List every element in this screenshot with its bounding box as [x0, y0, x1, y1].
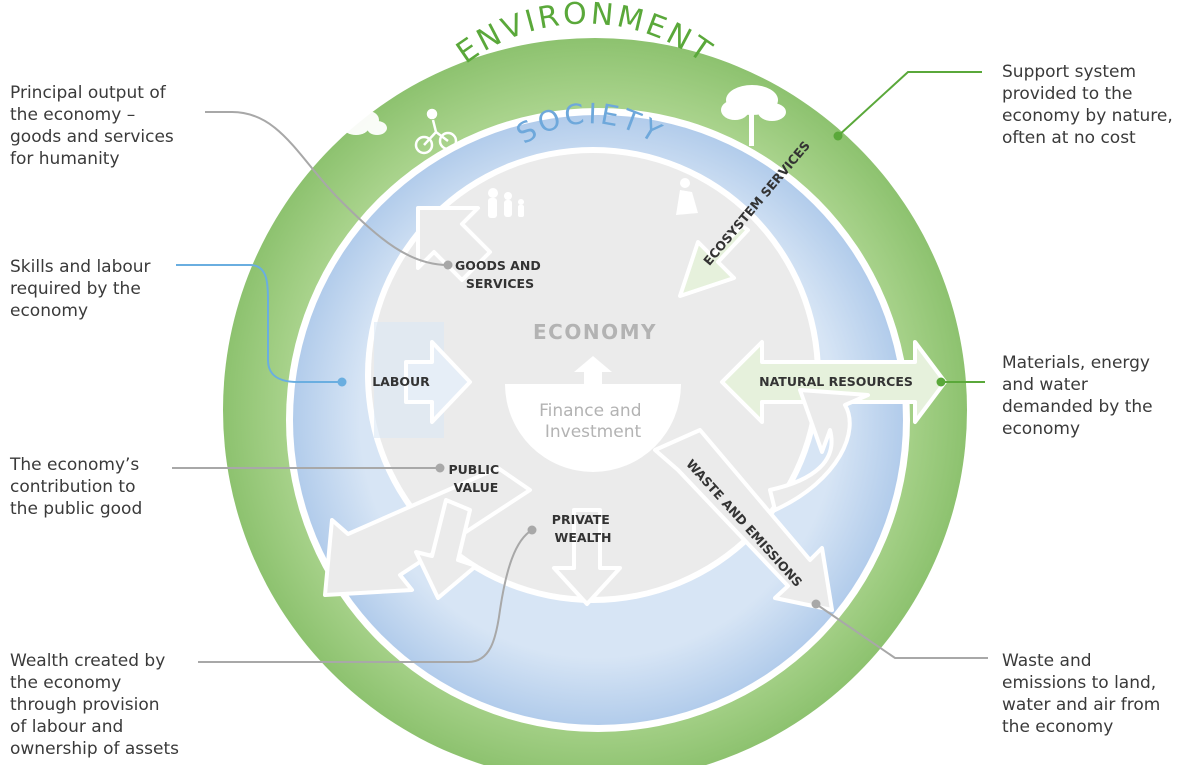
private-line-2: WEALTH: [555, 530, 612, 545]
ecosystem-services-dot: [833, 131, 843, 141]
public-line-2: VALUE: [454, 480, 499, 495]
public-value-arrow-down: [414, 498, 478, 600]
goods-services-dot: [443, 260, 453, 270]
economy-label: ECONOMY: [533, 320, 657, 344]
natural-resources-dot: [936, 377, 946, 387]
person-reading-icon: [676, 178, 698, 215]
finance-investment-label: Finance and Investment: [539, 401, 647, 442]
goods-services-leader: [205, 111, 449, 266]
public-value-dot: [435, 463, 445, 473]
cloud-icon: [343, 111, 387, 135]
finance-investment-core: [505, 384, 681, 472]
finance-up-arrow: [574, 356, 612, 384]
private-wealth-note: Wealth created by the economy through pr…: [10, 651, 179, 759]
waste-emissions-leader: [815, 603, 988, 659]
goods-line-2: SERVICES: [466, 276, 534, 291]
labour-dot: [337, 377, 347, 387]
labour-arrow: [404, 340, 472, 424]
private-wealth-leader: [198, 529, 533, 663]
goods-services-arrow: [416, 206, 492, 282]
ecosystem-services-note: Support system provided to the economy b…: [1002, 62, 1173, 148]
recycle-arrow: [768, 388, 870, 512]
natural-resources-note: Materials, energy and water demanded by …: [1002, 353, 1153, 439]
ecosystem-services-arrow: [678, 224, 750, 298]
waste-emissions-arrow: [653, 428, 834, 612]
goods-line-1: GOODS AND: [455, 258, 541, 273]
waste-emissions-dot: [811, 599, 821, 609]
finance-line-1: Finance and: [539, 401, 641, 421]
goods-services-label: GOODS AND SERVICES: [455, 258, 545, 291]
public-value-label: PUBLIC VALUE: [449, 462, 504, 495]
natural-resources-label: NATURAL RESOURCES: [759, 374, 913, 389]
ecosystem-services-leader: [837, 71, 982, 137]
public-line-1: PUBLIC: [449, 462, 500, 477]
goods-services-note: Principal output of the economy – goods …: [10, 83, 174, 169]
waste-emissions-note: Waste and emissions to land, water and a…: [1002, 651, 1161, 737]
cyclist-icon: [414, 108, 458, 155]
labour-note: Skills and labour required by the econom…: [10, 257, 151, 321]
private-line-1: PRIVATE: [552, 512, 610, 527]
public-value-note: The economy’s contribution to the public…: [10, 455, 143, 519]
tree-icon: [721, 85, 786, 146]
labour-leader: [176, 264, 340, 383]
family-icon: [488, 188, 524, 218]
private-wealth-arrow: [552, 508, 622, 606]
private-wealth-dot: [527, 525, 537, 535]
labour-label: LABOUR: [372, 374, 430, 389]
finance-line-2: Investment: [545, 422, 642, 442]
private-wealth-label: PRIVATE WEALTH: [552, 512, 614, 545]
public-value-arrow: [323, 466, 532, 597]
